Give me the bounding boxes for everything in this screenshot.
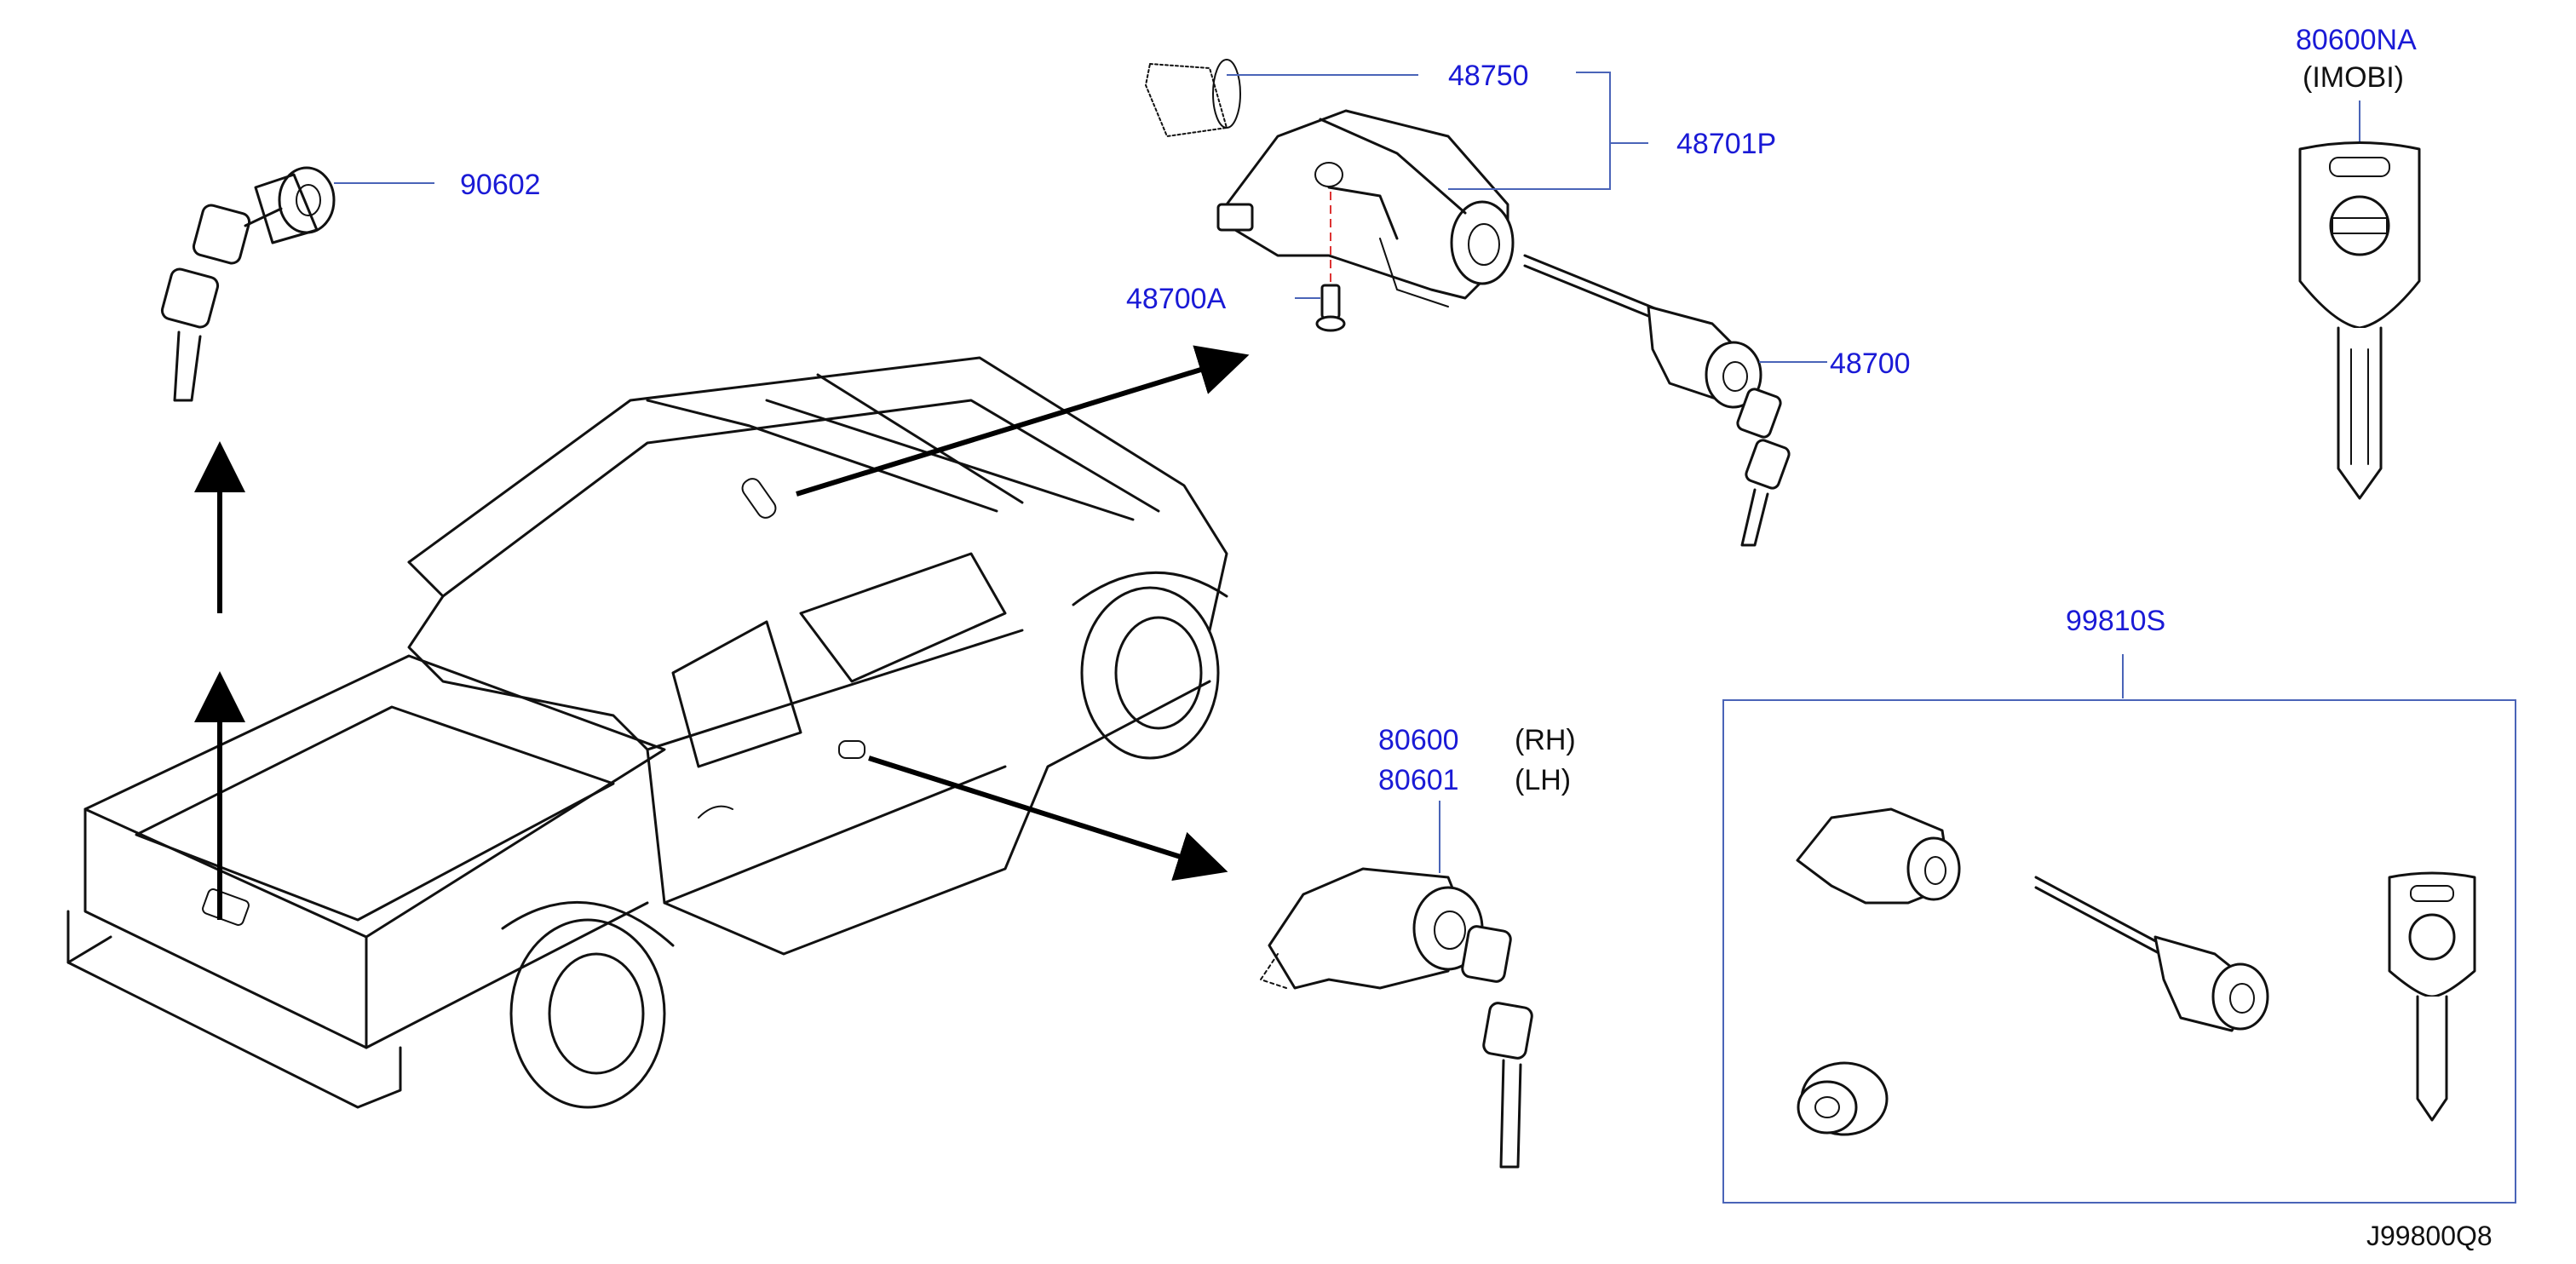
- bracket-48701P: [1448, 72, 1648, 190]
- label-48700: 48700: [1830, 348, 1911, 380]
- label-80601: 80601: [1378, 764, 1459, 796]
- arrow-to-door-lock: [868, 756, 1228, 882]
- label-90602: 90602: [460, 169, 541, 201]
- kit-door-lock: [1796, 807, 1961, 905]
- tailgate-lock-cylinder: [160, 166, 336, 402]
- label-lh: (LH): [1515, 764, 1571, 796]
- kit-box: [1722, 699, 2516, 1204]
- label-48750: 48750: [1448, 60, 1529, 92]
- drawing-reference: J99800Q8: [2366, 1221, 2493, 1251]
- kit-tailgate-cylinder: [1797, 1061, 1889, 1136]
- arrow-to-ignition: [796, 345, 1250, 497]
- mounting-screw: [1315, 192, 1346, 332]
- label-imobi: (IMOBI): [2303, 61, 2404, 94]
- label-kit: 99810S: [2066, 605, 2165, 637]
- label-48700A: 48700A: [1126, 283, 1227, 315]
- ignition-lock-housing: [1145, 59, 1515, 307]
- label-80600NA: 80600NA: [2296, 24, 2417, 56]
- label-80600: 80600: [1378, 724, 1459, 756]
- label-48701P: 48701P: [1676, 128, 1776, 160]
- label-rh: (RH): [1515, 724, 1576, 756]
- kit-immobilizer-key: [2388, 871, 2476, 1122]
- immobilizer-key: [2298, 141, 2421, 500]
- ignition-cylinder: [1523, 254, 1791, 547]
- truck-illustration: [66, 356, 1228, 1109]
- kit-ignition-cylinder: [2034, 876, 2269, 1032]
- door-lock-cylinder: [1260, 867, 1533, 1169]
